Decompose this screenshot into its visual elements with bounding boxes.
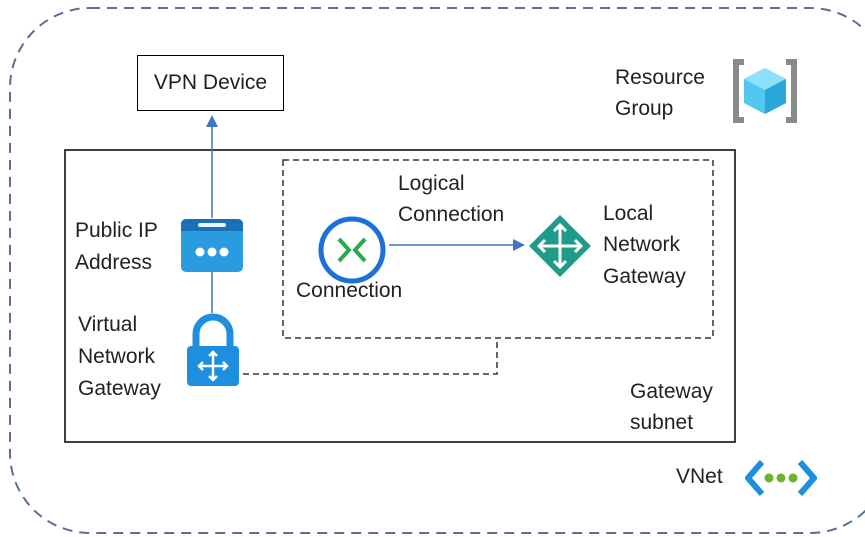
local-gateway-label-line1: Local: [603, 202, 654, 225]
resource-group-icon: [733, 59, 797, 123]
logical-connection-line1: Logical: [398, 172, 465, 195]
logical-connection-line2: Connection: [398, 203, 505, 226]
vng-label-line2: Network: [78, 345, 156, 368]
vnet-icon: [745, 460, 817, 496]
vpn-device-box: VPN Device: [137, 55, 284, 111]
gateway-subnet-label-line1: Gateway: [630, 380, 713, 403]
gateway-subnet-box: [64, 149, 736, 443]
vnet-label: VNet: [676, 465, 723, 488]
vng-label-line1: Virtual: [78, 313, 138, 336]
connection-label: Connection: [296, 279, 403, 302]
vpn-device-label: VPN Device: [153, 71, 268, 94]
gateway-subnet-label-line2: subnet: [630, 411, 694, 434]
local-gateway-label-line2: Network: [603, 233, 681, 256]
resource-group-label-line1: Resource: [615, 66, 705, 89]
connection-icon: [318, 216, 386, 284]
public-ip-label-line2: Address: [75, 251, 153, 274]
resource-group-label-line2: Group: [615, 97, 674, 120]
local-network-gateway-icon: [529, 215, 591, 277]
connection-container: [282, 159, 714, 339]
vnet-boundary: [9, 7, 865, 534]
virtual-network-gateway-icon: [187, 313, 239, 386]
public-ip-icon: [181, 219, 243, 272]
vng-label-line3: Gateway: [78, 377, 161, 400]
gateway-to-connection-link: [243, 338, 498, 375]
local-gateway-label-line3: Gateway: [603, 265, 686, 288]
public-ip-label-line1: Public IP: [75, 219, 158, 242]
